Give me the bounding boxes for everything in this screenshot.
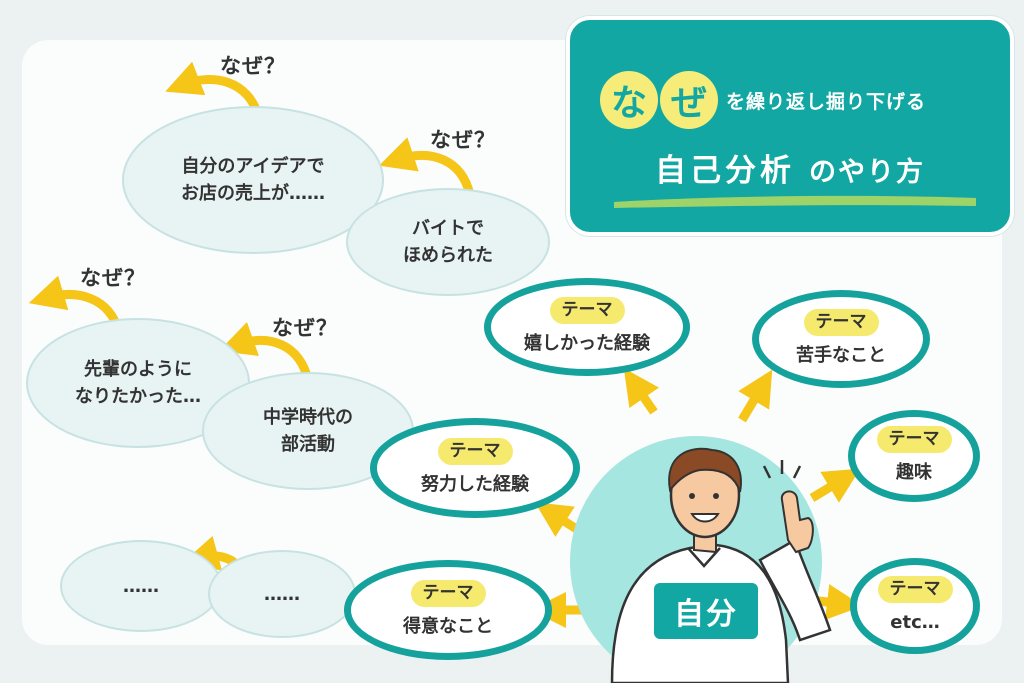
theme-text: etc…: [890, 611, 940, 633]
thought-text: 先輩のように なりたかった…: [75, 359, 201, 407]
thought-bubble-baito: バイトで ほめられた: [346, 188, 550, 296]
theme-chip: テーマ: [410, 580, 486, 607]
why-curve-arrow: [378, 137, 475, 197]
theme-chip: テーマ: [877, 576, 953, 603]
title-circle-na: な: [600, 71, 658, 129]
thought-text: バイトで ほめられた: [403, 218, 493, 266]
thought-text: 中学時代の 部活動: [263, 407, 353, 455]
theme-bubble-tokui: テーマ 得意なこと: [344, 560, 552, 660]
why-curve-arrow: [219, 322, 313, 382]
thought-bubble-ellipsis-1: ……: [60, 540, 222, 632]
why-label: なぜ？: [80, 266, 146, 290]
arrow-to-shumi: [809, 468, 861, 503]
thought-text: 自分のアイデアで お店の売上が……: [181, 156, 325, 204]
thought-bubble-ellipsis-2: ……: [208, 550, 356, 638]
theme-text: 趣味: [896, 461, 932, 483]
why-label: なぜ？: [220, 54, 286, 78]
theme-bubble-shumi: テーマ 趣味: [848, 410, 980, 502]
title-line-2: 自己分析のやり方: [570, 145, 1010, 190]
theme-bubble-etc: テーマ etc…: [850, 558, 980, 654]
arrow-to-doryoku: [534, 502, 581, 537]
thought-text: ……: [123, 575, 159, 597]
title-underline: [614, 195, 976, 208]
theme-text: 努力した経験: [421, 473, 529, 495]
title-card: な ぜ を繰り返し掘り下げる 自己分析のやり方: [566, 16, 1014, 236]
title-line-1: な ぜ を繰り返し掘り下げる: [600, 70, 926, 130]
theme-chip: テーマ: [876, 426, 952, 453]
thought-bubble-idea: 自分のアイデアで お店の売上が……: [122, 106, 384, 254]
theme-bubble-nigate: テーマ 苦手なこと: [752, 290, 930, 388]
why-label: なぜ？: [430, 128, 496, 152]
theme-text: 得意なこと: [403, 615, 493, 637]
theme-bubble-doryoku: テーマ 努力した経験: [370, 418, 580, 518]
arrow-to-ureshikatta: [623, 368, 660, 415]
theme-text: 苦手なこと: [796, 344, 886, 366]
theme-chip: テーマ: [549, 297, 625, 324]
why-label: なぜ？: [272, 316, 338, 340]
theme-bubble-ureshikatta: テーマ 嬉しかった経験: [484, 278, 690, 376]
theme-text: 嬉しかった経験: [524, 332, 650, 354]
thought-text: ……: [264, 583, 300, 605]
arrow-to-nigate: [738, 369, 773, 423]
main-title-suffix: のやり方: [809, 157, 925, 188]
title-circle-ze: ぜ: [660, 71, 718, 129]
self-label: 自分: [654, 583, 758, 639]
theme-chip: テーマ: [803, 309, 879, 336]
theme-chip: テーマ: [437, 438, 513, 465]
main-title: 自己分析: [655, 153, 795, 189]
why-curve-arrow: [165, 61, 263, 117]
title-subtitle: を繰り返し掘り下げる: [726, 90, 927, 113]
